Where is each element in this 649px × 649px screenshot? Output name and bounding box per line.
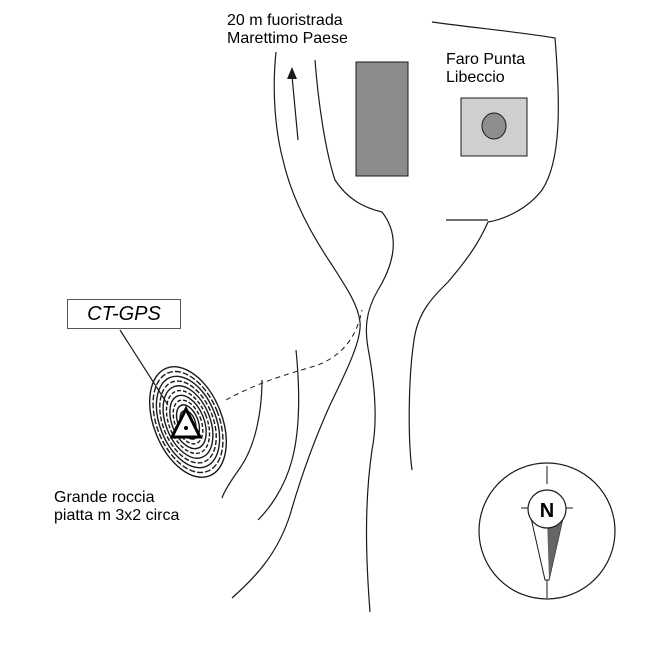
station-leader-line [119, 329, 169, 406]
rock-label: Grande roccia piatta m 3x2 circa [54, 489, 179, 525]
rock-label-line2: piatta m 3x2 circa [54, 507, 180, 524]
arrow-icon [287, 67, 299, 141]
road-label-line1: 20 m fuoristrada [227, 12, 343, 29]
lighthouse-label-line1: Faro Punta [446, 51, 526, 68]
rock-side-line-2 [257, 349, 300, 521]
lighthouse-symbol [460, 97, 528, 157]
road-label: 20 m fuoristrada Marettimo Paese [227, 12, 348, 48]
footpath-dashed [225, 309, 363, 401]
station-label: CT-GPS [87, 302, 161, 325]
road-left-edge [231, 51, 361, 599]
compass-icon: N [478, 462, 616, 600]
road-right-edge [408, 21, 559, 471]
road-outlines [119, 21, 559, 613]
road-center-edge [314, 59, 394, 613]
road-label-line2: Marettimo Paese [227, 30, 348, 47]
triangle-marker-icon [169, 405, 203, 439]
rock-label-line1: Grande roccia [54, 489, 155, 506]
building-block [355, 61, 409, 177]
station-label-box: CT-GPS [67, 299, 181, 329]
lighthouse-label-line2: Libeccio [446, 69, 505, 86]
lighthouse-label: Faro Punta Libeccio [446, 51, 525, 87]
rock-side-line-1 [221, 379, 263, 499]
compass-north-label: N [540, 500, 554, 522]
